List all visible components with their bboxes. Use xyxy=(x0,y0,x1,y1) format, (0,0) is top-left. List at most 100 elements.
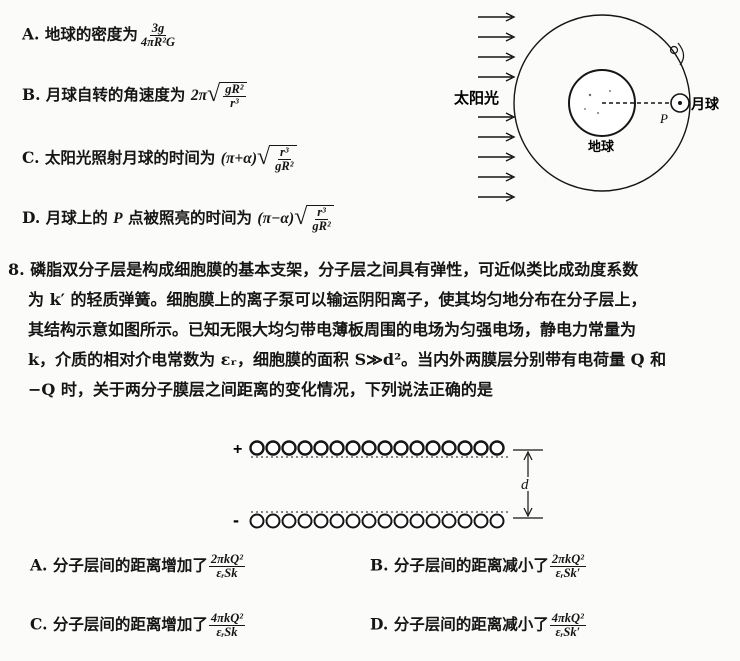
sunlight-arrow xyxy=(478,132,516,142)
molecule-circle xyxy=(281,513,297,529)
option-label: C. xyxy=(30,614,48,634)
sunlight-arrow xyxy=(478,172,516,182)
q8-stem: 8. 磷脂双分子层是构成细胞膜的基本支架，分子层之间具有弹性，可近似类比成劲度系… xyxy=(8,255,666,405)
molecule-circle xyxy=(441,440,457,456)
option-label: A. xyxy=(30,555,48,575)
orbit-direction-arrow xyxy=(677,42,685,66)
membrane-diagram: + - d xyxy=(233,440,543,530)
bottom-molecule-layer xyxy=(249,511,511,529)
earth-shading xyxy=(609,90,611,92)
formula-numerator: 4πkQ² xyxy=(549,611,586,627)
formula-denominator: εᵣSk′ xyxy=(555,625,581,640)
q8-line-4: k，介质的相对介电常数为 εᵣ，细胞膜的面积 S≫d²。当内外两膜层分别带有电荷… xyxy=(28,350,667,369)
formula-denominator: εᵣSk xyxy=(216,625,238,640)
sunlight-arrow xyxy=(478,152,516,162)
formula-denominator: r³ xyxy=(230,96,239,111)
formula-prefix: 2π xyxy=(190,87,208,105)
formula-numerator: 2πkQ² xyxy=(549,552,587,568)
moon-center xyxy=(678,101,682,105)
option-text: 太阳光照射月球的时间为 xyxy=(44,148,216,168)
option-text: 月球上的 xyxy=(45,208,108,228)
sunlight-arrow xyxy=(478,52,516,62)
formula-numerator: r³ xyxy=(278,145,291,161)
formula-numerator: r³ xyxy=(315,205,328,221)
formula-numerator: gR² xyxy=(223,82,246,98)
option-label: D. xyxy=(370,614,389,634)
option-text-2: 点被照亮的时间为 xyxy=(128,208,253,228)
q8-line-2: 为 k′ 的轻质弹簧。细胞膜上的离子泵可以输运阴阳离子，使其均匀地分布在分子层上… xyxy=(28,290,647,309)
option-label: C. xyxy=(22,148,40,168)
stem-text: 磷脂双分子层是构成细胞膜的基本支架，分子层之间具有弹性，可近似类比成劲度系数 xyxy=(30,260,639,279)
earth-shading xyxy=(584,108,586,110)
option-text: 分子层间的距离增加了 xyxy=(52,614,208,634)
negative-sign: - xyxy=(233,510,239,530)
option-text: 地球的密度为 xyxy=(44,24,138,44)
molecule-circle xyxy=(313,513,329,529)
molecule-circle xyxy=(313,440,329,456)
molecule-circle xyxy=(377,440,393,456)
formula-denominator: gR² xyxy=(275,159,294,174)
molecule-circle xyxy=(265,513,281,529)
molecule-circle xyxy=(489,440,505,456)
positive-sign: + xyxy=(233,441,242,458)
sqrt-sign: √ xyxy=(257,144,271,170)
formula-prefix: (π−α) xyxy=(257,210,295,228)
option-text: 分子层间的距离减小了 xyxy=(393,555,549,575)
option-text: 分子层间的距离减小了 xyxy=(393,614,549,634)
molecule-circle xyxy=(249,440,265,456)
sunlight-label: 太阳光 xyxy=(454,89,499,107)
sunlight-arrow xyxy=(478,112,516,122)
moon-label: 月球 xyxy=(690,96,720,112)
molecule-circle xyxy=(393,513,409,529)
gap-arrowheads xyxy=(523,450,533,518)
sunlight-arrows xyxy=(478,12,516,202)
molecule-circle xyxy=(441,513,457,529)
option-label: B. xyxy=(370,555,389,575)
option-text: 月球自转的角速度为 xyxy=(45,85,186,105)
formula-denominator: 4πR²G xyxy=(140,35,176,50)
option-text: 分子层间的距离增加了 xyxy=(52,555,208,575)
option-label: D. xyxy=(22,208,41,228)
sunlight-arrow xyxy=(478,72,516,82)
sqrt-sign: √ xyxy=(294,204,308,230)
molecule-circle xyxy=(297,440,313,456)
question-number: 8. xyxy=(8,260,25,279)
formula-denominator: εᵣSk xyxy=(216,566,238,581)
molecule-circle xyxy=(361,513,377,529)
molecule-circle xyxy=(345,513,361,529)
q8-line-5: −Q 时，关于两分子膜层之间距离的变化情况，下列说法正确的是 xyxy=(28,380,493,399)
molecule-circle xyxy=(249,513,265,529)
sunlight-arrow xyxy=(478,12,516,22)
molecule-circle xyxy=(361,440,377,456)
molecule-circle xyxy=(489,513,505,529)
gap-label: d xyxy=(521,477,529,493)
molecule-circle xyxy=(473,440,489,456)
option-label: B. xyxy=(22,85,41,105)
formula-numerator: 3g xyxy=(149,21,167,37)
molecule-circle xyxy=(329,513,345,529)
earth-moon-diagram: 太阳光 地球 P 月球 xyxy=(454,12,720,202)
molecule-circle xyxy=(281,440,297,456)
earth-shading xyxy=(597,112,599,114)
molecule-circle xyxy=(265,440,281,456)
point-p-label: P xyxy=(659,111,668,126)
earth-shading xyxy=(588,93,592,97)
molecule-circle xyxy=(377,513,393,529)
formula-numerator: 4πkQ² xyxy=(208,611,245,627)
molecule-circle xyxy=(393,440,409,456)
